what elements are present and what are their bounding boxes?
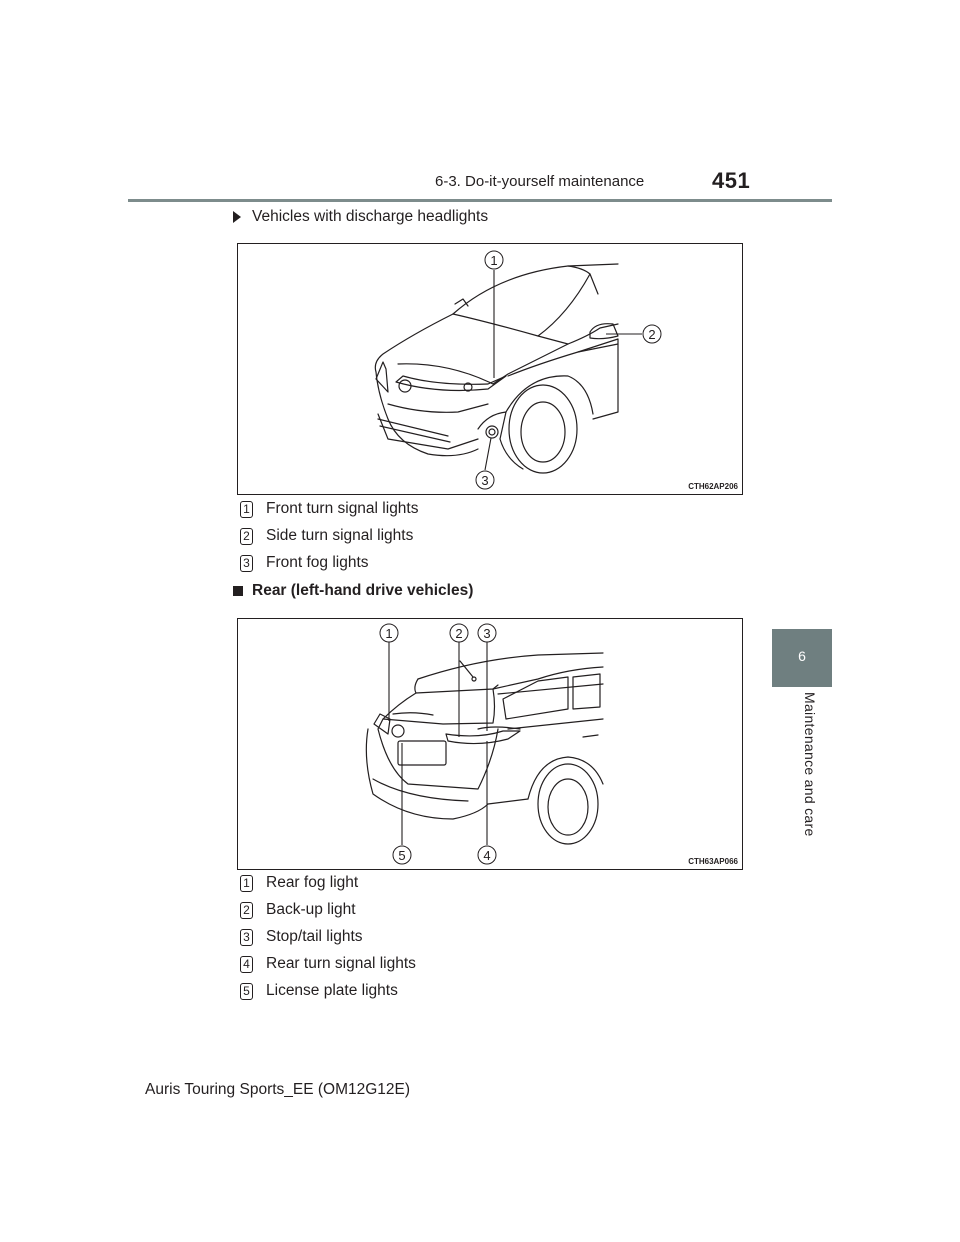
section-title: 6-3. Do-it-yourself maintenance — [435, 173, 645, 190]
front-car-illustration: 1 2 3 CTH62AP206 — [237, 243, 743, 495]
list-item: 2 Back-up light — [240, 901, 356, 919]
callout-3: 3 — [481, 473, 488, 488]
chapter-tab: 6 — [772, 629, 832, 687]
section1-heading: Vehicles with discharge headlights — [233, 208, 488, 226]
item-number-badge: 5 — [240, 982, 253, 1000]
callout-2: 2 — [648, 327, 655, 342]
rear-car-illustration: 1 2 3 4 5 CTH63AP066 — [237, 618, 743, 870]
list-item: 3 Front fog lights — [240, 554, 369, 572]
item-number-badge: 1 — [240, 500, 253, 518]
item-label: License plate lights — [266, 982, 398, 999]
section2-heading: Rear (left-hand drive vehicles) — [233, 582, 473, 600]
chapter-number: 6 — [798, 648, 806, 664]
item-label: Stop/tail lights — [266, 928, 363, 945]
callout-3: 3 — [483, 626, 490, 641]
item-number-badge: 1 — [240, 874, 253, 892]
item-label: Side turn signal lights — [266, 527, 414, 544]
callout-markers: 1 2 3 — [475, 250, 662, 490]
callout-1: 1 — [385, 626, 392, 641]
figure-code: CTH63AP066 — [688, 857, 738, 866]
chapter-title: Maintenance and care — [802, 692, 818, 837]
list-item: 3 Stop/tail lights — [240, 928, 363, 946]
list-item: 1 Front turn signal lights — [240, 500, 419, 518]
item-label: Rear fog light — [266, 874, 359, 891]
callout-4: 4 — [483, 848, 490, 863]
item-number-badge: 3 — [240, 928, 253, 946]
section2-heading-text: Rear (left-hand drive vehicles) — [252, 582, 474, 599]
figure-code: CTH62AP206 — [688, 482, 738, 491]
rear-car-drawing: 1 2 3 4 5 — [365, 623, 604, 865]
item-label: Front turn signal lights — [266, 500, 419, 517]
item-number-badge: 2 — [240, 901, 253, 919]
front-car-drawing: 1 2 3 — [374, 250, 662, 490]
square-bullet-icon — [233, 586, 243, 596]
item-label: Back-up light — [266, 901, 356, 918]
page-number: 451 — [712, 168, 751, 193]
section1-heading-text: Vehicles with discharge headlights — [252, 208, 489, 225]
item-number-badge: 4 — [240, 955, 253, 973]
callout-markers: 1 2 3 4 5 — [379, 623, 497, 865]
callout-5: 5 — [398, 848, 405, 863]
callout-2: 2 — [455, 626, 462, 641]
list-item: 1 Rear fog light — [240, 874, 358, 892]
list-item: 5 License plate lights — [240, 982, 398, 1000]
header-divider — [128, 199, 832, 202]
callout-1: 1 — [490, 253, 497, 268]
manual-footer: Auris Touring Sports_EE (OM12G12E) — [145, 1081, 411, 1098]
item-number-badge: 2 — [240, 527, 253, 545]
item-label: Rear turn signal lights — [266, 955, 416, 972]
list-item: 4 Rear turn signal lights — [240, 955, 416, 973]
item-number-badge: 3 — [240, 554, 253, 572]
list-item: 2 Side turn signal lights — [240, 527, 413, 545]
item-label: Front fog lights — [266, 554, 369, 571]
arrow-bullet-icon — [233, 211, 241, 223]
